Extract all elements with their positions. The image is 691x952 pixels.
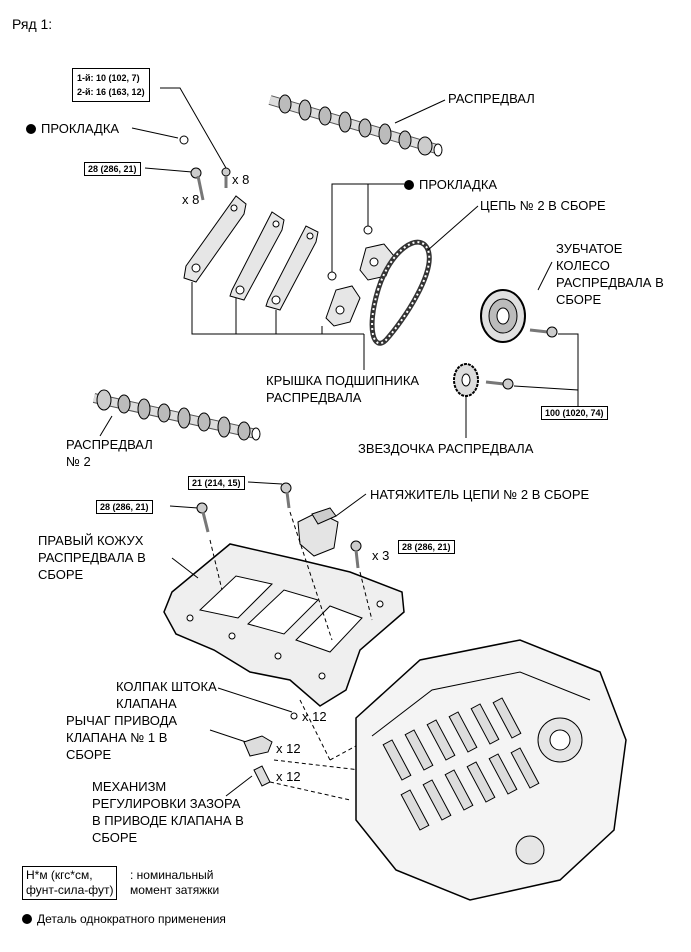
bearing-caps-drawing: [183, 195, 395, 327]
legend-desc-line2: момент затяжки: [130, 883, 220, 897]
cam-housing-label: ПРАВЫЙ КОЖУХ РАСПРЕДВАЛА В СБОРЕ: [38, 533, 146, 582]
camshaft-housing-drawing: [163, 543, 405, 707]
single-use-bullet-icon: [22, 914, 32, 924]
count-housing-bolts: x 3: [372, 548, 390, 563]
torque-unit-legend-desc: : номинальный момент затяжки: [130, 868, 219, 898]
gasket-label-right: ПРОКЛАДКА: [404, 176, 497, 193]
count-valve-caps: x 12: [302, 709, 327, 724]
camshaft-timing-gear-label: ЗУБЧАТОЕ КОЛЕСО РАСПРЕДВАЛА В СБОРЕ: [556, 241, 664, 307]
camshaft-2-label: РАСПРЕДВАЛ № 2: [66, 437, 153, 469]
torque-unit-legend-box: Н*м (кгс*см, фунт-сила-фут): [22, 866, 118, 900]
camshaft-sprocket-label: ЗВЕЗДОЧКА РАСПРЕДВАЛА: [358, 441, 534, 456]
rocker-arm-label: РЫЧАГ ПРИВОДА КЛАПАНА № 1 В СБОРЕ: [66, 713, 178, 762]
chain-tensioner-drawing: [297, 507, 339, 557]
engine-block-drawing: [355, 639, 627, 901]
torque-step2: 2-й: 16 (163, 12): [77, 87, 145, 97]
page-title: Ряд 1:: [12, 16, 53, 32]
legend-desc-line1: : номинальный: [130, 868, 214, 882]
torque-box-housing-bolt-left: 28 (286, 21): [96, 500, 153, 514]
chain-drawing: [369, 239, 432, 346]
valve-stem-cap-label: КОЛПАК ШТОКА КЛАПАНА: [116, 679, 217, 711]
camshaft-1-label: РАСПРЕДВАЛ: [448, 91, 535, 106]
camshaft-sprocket-drawing: [453, 363, 479, 397]
chain-label: ЦЕПЬ № 2 В СБОРЕ: [480, 198, 606, 213]
bearing-cap-label: КРЫШКА ПОДШИПНИКА РАСПРЕДВАЛА: [266, 373, 420, 405]
count-lash-adjusters: x 12: [276, 769, 301, 784]
lash-adjuster-label: МЕХАНИЗМ РЕГУЛИРОВКИ ЗАЗОРА В ПРИВОДЕ КЛ…: [92, 779, 244, 845]
camshaft-timing-gear-drawing: [480, 289, 526, 343]
legend-unit-line2: фунт-сила-фут): [26, 883, 114, 897]
torque-box-sprocket-bolt: 100 (1020, 74): [541, 406, 608, 420]
camshaft-1-drawing: [268, 94, 443, 157]
single-use-legend: Деталь однократного применения: [22, 911, 226, 928]
legend-unit-line1: Н*м (кгс*см,: [26, 868, 93, 882]
tensioner-label: НАТЯЖИТЕЛЬ ЦЕПИ № 2 В СБОРЕ: [370, 487, 590, 502]
single-use-bullet-icon: [26, 124, 36, 134]
camshaft-2-drawing: [92, 389, 261, 441]
gasket-label-left: ПРОКЛАДКА: [26, 120, 119, 137]
count-rocker-arms: x 12: [276, 741, 301, 756]
single-use-bullet-icon: [404, 180, 414, 190]
count-cap-bolts-lower: x 8: [182, 192, 200, 207]
count-cap-bolts-upper: x 8: [232, 172, 250, 187]
torque-step1: 1-й: 10 (102, 7): [77, 73, 140, 83]
torque-box-housing-bolt-right: 28 (286, 21): [398, 540, 455, 554]
torque-box-cap-bolts: 1-й: 10 (102, 7) 2-й: 16 (163, 12): [72, 68, 150, 102]
torque-box-tensioner-bolt: 21 (214, 15): [188, 476, 245, 490]
torque-box-cap-bolt-front: 28 (286, 21): [84, 162, 141, 176]
